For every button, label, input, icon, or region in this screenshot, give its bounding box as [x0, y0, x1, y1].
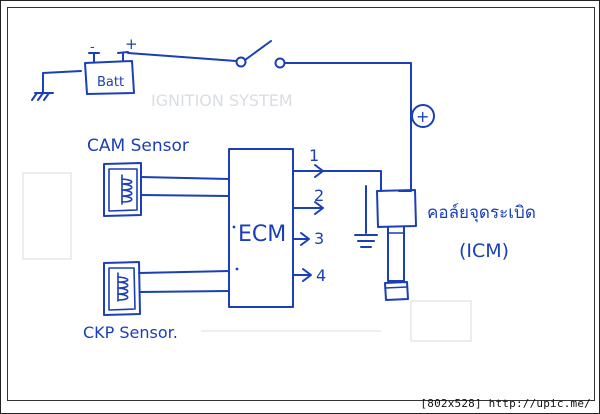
output-2-label: 2: [314, 186, 324, 205]
coil-positive-marker: +: [398, 104, 435, 192]
battery-minus-label: -: [90, 40, 95, 55]
output-3-label: 3: [314, 229, 324, 248]
ignition-switch: [127, 40, 412, 110]
cam-sensor-label: CAM Sensor: [87, 136, 189, 156]
ground-symbol-icm: [354, 185, 378, 248]
battery-symbol: Batt - +: [84, 35, 138, 95]
ghost-title: IGNITION SYSTEM: [151, 91, 293, 110]
battery-plus-label: +: [125, 35, 138, 53]
ecm-outputs: 1 2 3 4: [292, 146, 326, 285]
sensor-wires: [138, 176, 230, 293]
ground-symbol-battery: [31, 70, 82, 101]
coil-thai-label: คอล์ยจุดระเบิด: [427, 203, 536, 223]
ghost-box-left: [22, 172, 72, 260]
output-4-label: 4: [316, 266, 326, 285]
ckp-sensor-label: CKP Sensor.: [83, 323, 178, 342]
output-1-wire: [322, 170, 382, 192]
ecm-box: ECM: [228, 148, 294, 308]
ckp-sensor-symbol: CKP Sensor.: [83, 261, 178, 342]
coil-plus-label: +: [416, 107, 429, 126]
ecm-label: ECM: [238, 222, 286, 247]
ghost-box-right: [410, 300, 472, 342]
cam-sensor-symbol: CAM Sensor: [87, 136, 189, 217]
output-1-label: 1: [309, 146, 319, 165]
background-ghost: IGNITION SYSTEM: [22, 91, 472, 342]
coil-abbr-label: (ICM): [459, 240, 509, 262]
watermark-text: [802x528] http://upic.me/: [420, 397, 591, 410]
battery-label: Batt: [97, 75, 124, 90]
ignition-coil-symbol: [376, 189, 417, 301]
